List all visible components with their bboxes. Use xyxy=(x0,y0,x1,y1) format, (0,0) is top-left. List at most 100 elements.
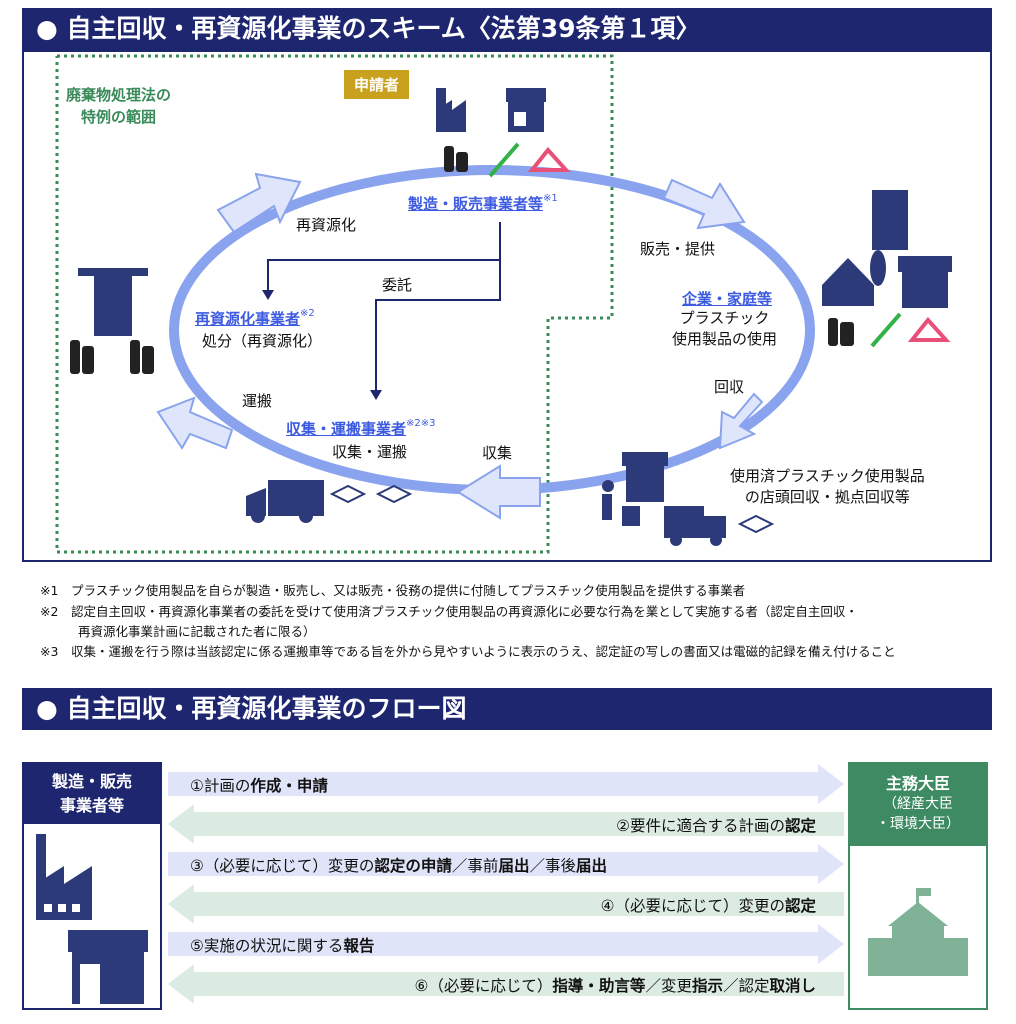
step-text: ⑥（必要に応じて） xyxy=(414,977,553,995)
step-text: ／事後 xyxy=(529,857,576,875)
scheme-frame xyxy=(22,50,992,562)
emphasis-text: 届出 xyxy=(575,857,607,875)
special-range-line: 廃棄物処理法の xyxy=(66,86,172,104)
manufacturer-label: 製造・販売事業者等※1 xyxy=(408,193,558,214)
government-building-icon xyxy=(868,888,968,976)
left-party-box: 製造・販売事業者等 xyxy=(22,762,162,1010)
consign-arrowhead xyxy=(370,390,382,400)
box-icons xyxy=(329,484,775,534)
gather-label: 収集 xyxy=(482,444,513,462)
emphasis-text: 指示 xyxy=(691,977,723,995)
store-collection-line: の店頭回収・拠点回収等 xyxy=(744,488,910,506)
office-building-icon xyxy=(872,190,908,250)
recycling-plant-icon xyxy=(78,268,148,336)
truck-icon xyxy=(246,480,324,523)
emphasis-text: 報告 xyxy=(343,937,375,955)
users-desc-line: プラスチック xyxy=(679,309,770,327)
emphasis-text: 作成・申請 xyxy=(250,777,328,795)
arrow-left xyxy=(168,804,844,844)
delivery-truck-icon xyxy=(664,506,726,546)
note-2-cont: 再資源化事業計画に記載された者に限る） xyxy=(78,624,316,639)
collect-label: 回収 xyxy=(714,378,745,396)
right-party-box: 主務大臣 （経産大臣 ・環境大臣） xyxy=(848,762,988,1010)
right-party-name: 主務大臣 xyxy=(885,774,950,793)
emphasis-text: 認定 xyxy=(784,897,816,915)
special-range-line: 特例の範囲 xyxy=(81,108,157,126)
note-mark: ※3 xyxy=(40,644,59,659)
arrow-right xyxy=(168,844,844,884)
flow-step-label: ⑤実施の状況に関する報告 xyxy=(190,934,374,956)
applicant-badge: 申請者 xyxy=(344,70,410,99)
tree-icon xyxy=(870,250,886,286)
recycle-label: 再資源化 xyxy=(296,216,357,234)
flow-arrow xyxy=(168,804,844,844)
arrow-collect xyxy=(718,392,764,450)
step-text: ／事前 xyxy=(451,857,499,875)
left-party-line: 事業者等 xyxy=(59,796,124,815)
delivery-person-icon xyxy=(602,480,640,526)
note-mark: ※2 xyxy=(40,604,59,619)
flow-title: ● 自主回収・再資源化事業のフロー図 xyxy=(22,688,992,730)
flow-step-3: ③（必要に応じて）変更の認定の申請／事前届出／事後届出 xyxy=(168,844,844,884)
flow-step-2: ②要件に適合する計画の認定 xyxy=(168,804,844,844)
collector-desc: 収集・運搬 xyxy=(332,443,408,461)
consign-lines xyxy=(267,222,501,392)
note-3: ※3 収集・運搬を行う際は当該認定に係る運搬車等である旨を外から見やすいように表… xyxy=(40,641,896,660)
flow-step-label: ③（必要に応じて）変更の認定の申請／事前届出／事後届出 xyxy=(190,854,607,876)
step-text: ①計画の xyxy=(190,777,251,795)
scheme-diagram xyxy=(55,54,952,554)
step-text: ⑤実施の状況に関する xyxy=(190,937,344,955)
step-text: ／変更 xyxy=(645,977,692,995)
note-text: プラスチック使用製品を自らが製造・販売し、又は販売・役務の提供に付随してプラスチ… xyxy=(70,583,746,598)
left-party-header: 製造・販売事業者等 xyxy=(24,764,160,824)
house-icon xyxy=(822,258,874,306)
store-collection-label: 使用済プラスチック使用製品の店頭回収・拠点回収等 xyxy=(730,466,925,508)
flow-step-6: ⑥（必要に応じて）指導・助言等／変更指示／認定取消し xyxy=(168,964,844,1004)
step-text: ④（必要に応じて）変更の xyxy=(600,897,785,915)
special-range-label: 廃棄物処理法の特例の範囲 xyxy=(66,84,171,128)
shop-icon-2 xyxy=(898,256,952,308)
consign-label: 委託 xyxy=(382,276,413,294)
flow-arrow xyxy=(168,884,844,924)
arrow-transport xyxy=(156,396,234,450)
right-party-sub: （経産大臣 xyxy=(883,796,953,812)
flow-arrow xyxy=(168,924,844,964)
step-text: ／認定 xyxy=(722,977,770,995)
sales-label: 販売・提供 xyxy=(640,240,716,258)
transport-label: 運搬 xyxy=(242,392,273,410)
consign-arrowhead xyxy=(262,290,274,300)
flow-step-4: ④（必要に応じて）変更の認定 xyxy=(168,884,844,924)
footnote-marker: ※1 xyxy=(543,193,558,204)
scheme-title: ● 自主回収・再資源化事業のスキーム〈法第39条第１項〉 xyxy=(22,8,992,50)
left-party-line: 製造・販売 xyxy=(51,772,132,791)
right-party-header: 主務大臣 （経産大臣 ・環境大臣） xyxy=(850,764,986,846)
arrow-sales xyxy=(662,178,746,230)
flow-step-5: ⑤実施の状況に関する報告 xyxy=(168,924,844,964)
note-mark: ※1 xyxy=(40,583,59,598)
emphasis-text: 届出 xyxy=(498,857,530,875)
flow-step-label: ⑥（必要に応じて）指導・助言等／変更指示／認定取消し xyxy=(415,974,816,996)
collector-label: 収集・運搬事業者※2※3 xyxy=(286,418,436,439)
note-1: ※1 プラスチック使用製品を自らが製造・販売し、又は販売・役務の提供に付随してプ… xyxy=(40,580,745,599)
flow-step-label: ①計画の作成・申請 xyxy=(190,774,328,796)
shop-icon xyxy=(506,88,546,132)
special-range-border xyxy=(55,54,614,554)
flow-arrow xyxy=(168,764,844,804)
users-desc-line: 使用製品の使用 xyxy=(672,330,778,348)
collector-name: 収集・運搬事業者 xyxy=(286,420,407,438)
recycler-label: 再資源化事業者※2 xyxy=(195,308,315,329)
users-desc: プラスチック使用製品の使用 xyxy=(672,308,777,350)
flow-arrow xyxy=(168,964,844,1004)
emphasis-text: 認定 xyxy=(784,817,816,835)
footnote-marker: ※2 xyxy=(300,308,315,319)
toothbrush-icon xyxy=(488,142,902,348)
note-2: ※2 認定自主回収・再資源化事業者の委託を受けて使用済プラスチック使用製品の再資… xyxy=(40,601,858,620)
hanger-icon xyxy=(527,146,951,342)
store-collection-line: 使用済プラスチック使用製品 xyxy=(730,467,925,485)
footnote-marker: ※2※3 xyxy=(406,418,436,429)
manufacturer-name: 製造・販売事業者等 xyxy=(408,195,544,213)
arrow-right xyxy=(168,764,844,804)
note-text: 認定自主回収・再資源化事業者の委託を受けて使用済プラスチック使用製品の再資源化に… xyxy=(70,604,858,619)
arrow-left xyxy=(168,964,844,1004)
step-text: ③（必要に応じて）変更の xyxy=(190,857,375,875)
